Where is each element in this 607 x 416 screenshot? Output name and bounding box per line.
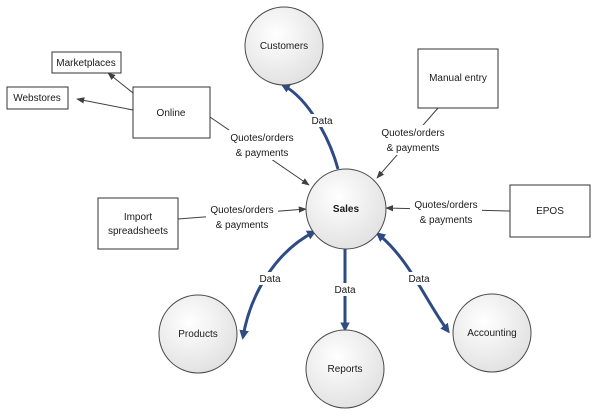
node-online[interactable]: Online: [132, 86, 211, 139]
node-online-label: Online: [157, 108, 186, 119]
edge-online-to-webstores: [76, 97, 134, 111]
label-manual-quotes-line1: Quotes/orders: [381, 128, 444, 139]
node-accounting-label: Accounting: [467, 328, 516, 339]
node-reports[interactable]: Reports: [305, 329, 385, 409]
label-import-quotes-line1: Quotes/orders: [210, 205, 273, 216]
label-online-quotes-line1: Quotes/orders: [230, 133, 293, 144]
node-marketplaces-label: Marketplaces: [56, 58, 115, 69]
node-products[interactable]: Products: [158, 294, 238, 374]
node-products-label: Products: [178, 329, 217, 340]
label-import-quotes-line2: & payments: [216, 220, 269, 231]
label-online-quotes-line2: & payments: [236, 148, 289, 159]
label-manual-quotes-line2: & payments: [387, 143, 440, 154]
label-epos-quotes-line2: & payments: [420, 215, 473, 226]
label-epos-quotes-line1: Quotes/orders: [414, 200, 477, 211]
label-data-products: Data: [259, 274, 281, 285]
node-sales[interactable]: Sales: [305, 168, 387, 250]
node-webstores-label: Webstores: [13, 93, 61, 104]
node-sales-label: Sales: [333, 204, 360, 215]
node-webstores[interactable]: Webstores: [6, 86, 69, 110]
label-data-accounting: Data: [408, 274, 430, 285]
node-import-spreadsheets[interactable]: Import spreadsheets: [97, 197, 179, 250]
node-customers-label: Customers: [260, 41, 308, 52]
node-manual-entry[interactable]: Manual entry: [417, 48, 499, 109]
node-marketplaces[interactable]: Marketplaces: [51, 51, 122, 74]
node-manual-entry-label: Manual entry: [429, 73, 487, 84]
node-import-label-line2: spreadsheets: [108, 226, 168, 237]
node-reports-label: Reports: [327, 364, 362, 375]
label-data-reports: Data: [334, 285, 356, 296]
node-accounting[interactable]: Accounting: [452, 293, 532, 373]
node-customers[interactable]: Customers: [244, 6, 324, 86]
node-epos-label: EPOS: [536, 206, 564, 217]
edge-online-to-marketplaces: [107, 72, 134, 94]
label-data-customers: Data: [311, 116, 333, 127]
node-import-label-line1: Import: [124, 212, 153, 223]
node-epos[interactable]: EPOS: [509, 184, 591, 238]
